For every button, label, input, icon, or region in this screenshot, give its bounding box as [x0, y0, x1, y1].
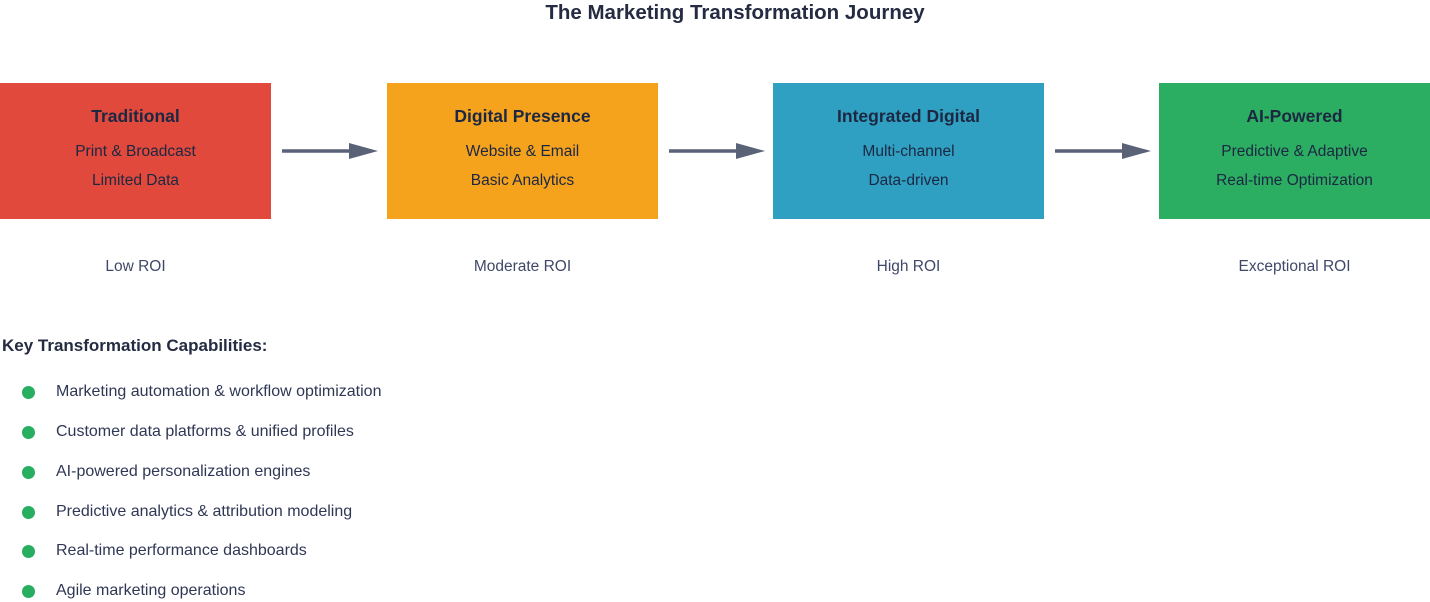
bullet-dot-icon	[22, 386, 35, 399]
stage-feature: Basic Analytics	[470, 172, 575, 189]
capabilities-heading: Key Transformation Capabilities:	[2, 336, 268, 355]
stage-feature: Predictive & Adaptive	[1221, 143, 1368, 160]
capability-item: Predictive analytics & attribution model…	[0, 503, 352, 523]
stage-feature: Limited Data	[91, 172, 179, 189]
roi-label: Low ROI	[105, 258, 166, 275]
stage-box-traditional: Traditional Print & Broadcast Limited Da…	[0, 83, 271, 219]
stage-title: Traditional	[91, 106, 180, 126]
bullet-dot-icon	[22, 426, 35, 439]
stage-title: AI-Powered	[1246, 106, 1343, 126]
capability-item: Real-time performance dashboards	[0, 542, 307, 562]
bullet-dot-icon	[22, 506, 35, 519]
capability-item: AI-powered personalization engines	[0, 463, 310, 483]
capability-label: Agile marketing operations	[56, 582, 246, 599]
bullet-dot-icon	[22, 585, 35, 598]
stage-box-integrated-digital: Integrated Digital Multi-channel Data-dr…	[773, 83, 1044, 219]
stage-feature: Multi-channel	[862, 143, 955, 160]
stage-box-ai-powered: AI-Powered Predictive & Adaptive Real-ti…	[1159, 83, 1430, 219]
stage-feature: Print & Broadcast	[75, 143, 196, 160]
bullet-dot-icon	[22, 545, 35, 558]
capability-item: Marketing automation & workflow optimiza…	[0, 383, 381, 403]
stage-feature: Data-driven	[868, 172, 949, 189]
stage-title: Digital Presence	[454, 106, 591, 126]
roi-label: Exceptional ROI	[1238, 258, 1351, 275]
right-arrow-icon	[271, 142, 387, 160]
capability-item: Agile marketing operations	[0, 582, 245, 602]
capability-label: Customer data platforms & unified profil…	[56, 423, 354, 440]
capability-item: Customer data platforms & unified profil…	[0, 423, 354, 443]
capability-label: Marketing automation & workflow optimiza…	[56, 383, 382, 400]
bullet-dot-icon	[22, 466, 35, 479]
stage-feature: Real-time Optimization	[1216, 172, 1373, 189]
roi-label: High ROI	[876, 258, 941, 275]
stage-title: Integrated Digital	[837, 106, 980, 126]
roi-label: Moderate ROI	[473, 258, 572, 275]
capability-label: Predictive analytics & attribution model…	[56, 503, 353, 520]
capability-label: Real-time performance dashboards	[56, 542, 307, 559]
capability-label: AI-powered personalization engines	[56, 463, 311, 480]
stage-feature: Website & Email	[465, 143, 580, 160]
stage-box-digital-presence: Digital Presence Website & Email Basic A…	[387, 83, 658, 219]
right-arrow-icon	[1044, 142, 1160, 160]
right-arrow-icon	[658, 142, 774, 160]
page-title: The Marketing Transformation Journey	[545, 1, 925, 24]
